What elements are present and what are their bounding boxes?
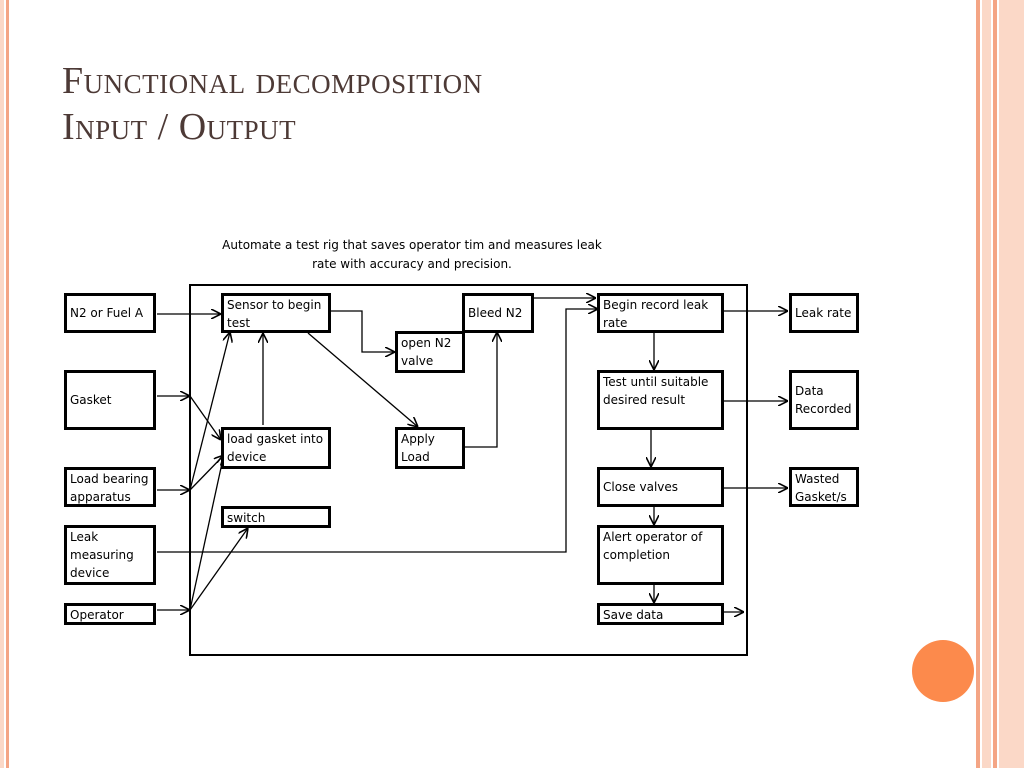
output-leak-rate: Leak rate	[789, 293, 859, 333]
arrow-gasket-to-load	[189, 395, 221, 440]
process-test-until-label: Test until suitable desired result	[603, 375, 709, 407]
process-close-valves-label: Close valves	[603, 480, 679, 494]
input-gasket-label: Gasket	[70, 393, 112, 407]
arrow-sensor-to-apply-load	[307, 332, 418, 427]
process-load-gasket-label: load gasket into device	[227, 432, 324, 464]
process-load-gasket: load gasket into device	[221, 427, 331, 469]
process-bleed-n2-label: Bleed N2	[468, 306, 523, 320]
arrow-operator-switch-diag	[189, 528, 248, 611]
output-wasted-gasket: Wasted Gasket/s	[789, 467, 859, 507]
process-open-n2-label: open N2 valve	[401, 336, 452, 368]
left-border-stripes	[0, 0, 12, 768]
input-leak-device-label: Leak measuring device	[70, 530, 134, 580]
slide-title-line-1: Functional decomposition	[62, 60, 483, 102]
system-boundary	[189, 284, 748, 656]
process-bleed-n2: Bleed N2	[462, 293, 534, 333]
input-leak-device: Leak measuring device	[64, 525, 156, 585]
process-apply-load-label: Apply Load	[401, 432, 435, 464]
process-sensor: Sensor to begin test	[221, 293, 331, 333]
diagram-caption: Automate a test rig that saves operator …	[222, 238, 602, 271]
right-border-stripes	[976, 0, 1024, 768]
process-open-n2: open N2 valve	[395, 331, 465, 373]
arrow-sensor-to-open-n2	[330, 310, 395, 352]
input-n2-fuel-label: N2 or Fuel A	[70, 306, 144, 320]
process-sensor-label: Sensor to begin test	[227, 298, 322, 330]
arrow-apply-load-to-bleed	[465, 332, 497, 448]
output-data-recorded-label: Data Recorded	[795, 384, 852, 416]
arrow-leakdevice-to-record	[157, 309, 598, 553]
input-gasket: Gasket	[64, 370, 156, 430]
input-load-bearing-label: Load bearing apparatus	[70, 472, 149, 504]
process-close-valves: Close valves	[597, 467, 724, 507]
accent-circle	[912, 640, 974, 702]
output-data-recorded: Data Recorded	[789, 370, 859, 430]
process-alert: Alert operator of completion	[597, 525, 724, 585]
process-switch-label: switch	[227, 511, 266, 525]
arrow-loadbearing-to-sensor	[189, 332, 230, 491]
input-n2-fuel: N2 or Fuel A	[64, 293, 156, 333]
slide-title: Functional decomposition Input / Output	[62, 58, 483, 150]
arrow-operator-to-sensor	[189, 454, 224, 611]
output-leak-rate-label: Leak rate	[795, 306, 852, 320]
output-wasted-gasket-label: Wasted Gasket/s	[795, 472, 847, 504]
input-load-bearing: Load bearing apparatus	[64, 467, 156, 507]
input-operator-label: Operator	[70, 608, 124, 622]
process-save-data-label: Save data	[603, 608, 664, 622]
process-alert-label: Alert operator of completion	[603, 530, 703, 562]
process-apply-load: Apply Load	[395, 427, 465, 469]
process-test-until: Test until suitable desired result	[597, 370, 724, 430]
process-begin-record-label: Begin record leak rate	[603, 298, 709, 330]
process-switch: switch	[221, 506, 331, 528]
process-begin-record: Begin record leak rate	[597, 293, 724, 333]
input-operator: Operator	[64, 603, 156, 625]
process-save-data: Save data	[597, 603, 724, 625]
slide-title-line-2: Input / Output	[62, 106, 297, 148]
